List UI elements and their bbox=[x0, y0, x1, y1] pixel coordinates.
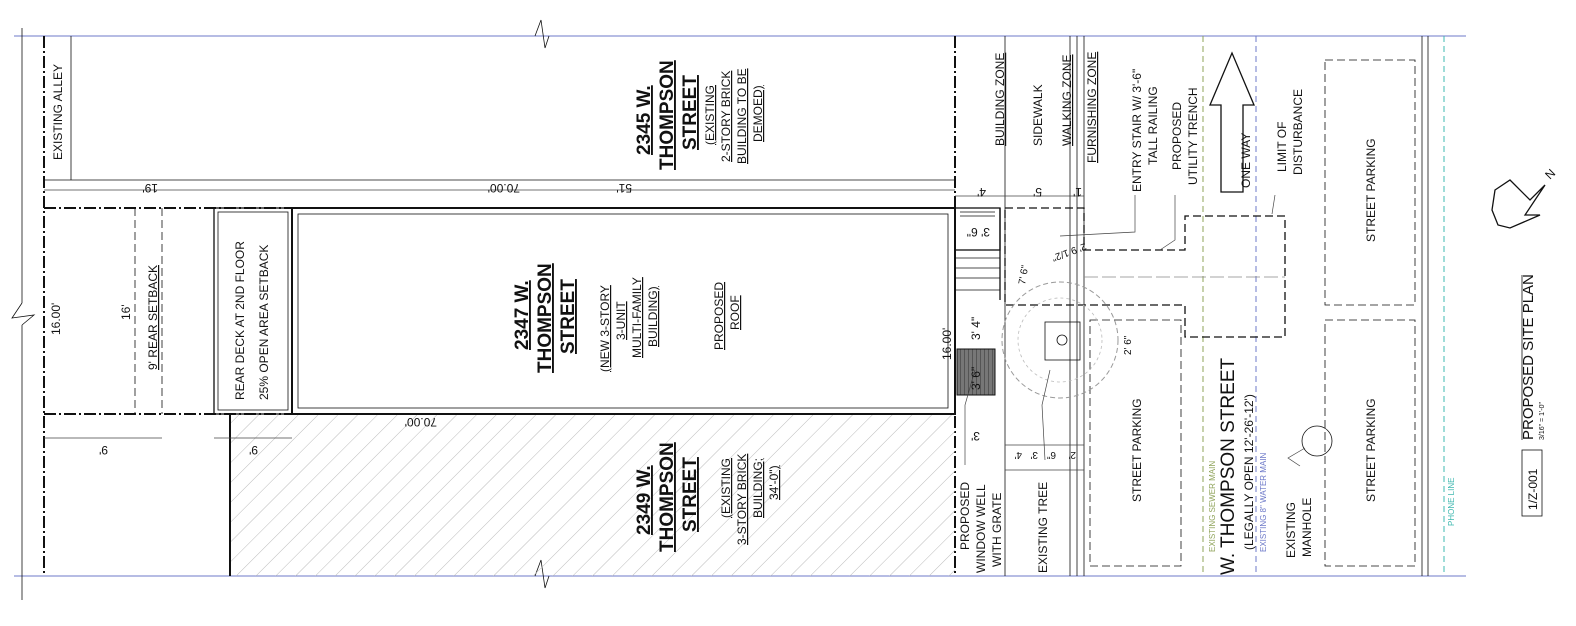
dim-7-6: 7' 6" bbox=[1017, 264, 1031, 285]
north-address-line-3: STREET bbox=[680, 75, 701, 150]
manhole-label-1: EXISTING bbox=[1284, 502, 1298, 558]
existing-alley-label: EXISTING ALLEY bbox=[51, 64, 65, 160]
north-note-line-2: 2-STORY BRICK bbox=[719, 71, 733, 162]
window-well-label-3: WITH GRATE bbox=[990, 493, 1004, 567]
south-address-line-1: 2349 W. bbox=[634, 465, 655, 535]
south-parcel-text: 2349 W. THOMPSON STREET (EXISTING 3-STOR… bbox=[634, 442, 781, 552]
open-area-label: 25% OPEN AREA SETBACK bbox=[257, 245, 271, 400]
window-well-grate bbox=[956, 348, 996, 396]
south-note-line-4: 34'-0") bbox=[767, 465, 781, 500]
building-zone-label: BUILDING ZONE bbox=[993, 53, 1007, 146]
sewer-main-label: EXISTING SEWER MAIN bbox=[1208, 461, 1217, 552]
dim-4-tree: 4' bbox=[1014, 449, 1022, 460]
limit-label-2: DISTURBANCE bbox=[1291, 89, 1305, 175]
main-note-line-4: BUILDING) bbox=[646, 286, 660, 347]
entry-stair bbox=[954, 207, 1001, 300]
south-address-line-3: STREET bbox=[680, 457, 701, 532]
street-parking-label-west: STREET PARKING bbox=[1130, 398, 1144, 502]
plan-scale: 3/16" = 1'-0" bbox=[1539, 401, 1546, 440]
zone-labels: BUILDING ZONE SIDEWALK WALKING ZONE FURN… bbox=[993, 52, 1099, 163]
main-note-line-3: MULTI-FAMILY bbox=[630, 277, 644, 358]
manhole-label-2: MANHOLE bbox=[1300, 498, 1314, 557]
utility-trench-label-1: PROPOSED bbox=[1170, 102, 1184, 170]
dim-51: 51' bbox=[616, 181, 632, 195]
north-note-line-3: BUILDING TO BE bbox=[735, 68, 749, 164]
dim-2-6: 2' 6" bbox=[1123, 335, 1134, 355]
annotations: ENTRY STAIR W/ 3'-6" TALL RAILING PROPOS… bbox=[958, 69, 1456, 575]
north-arrow-icon bbox=[1491, 179, 1546, 229]
dim-16-left: 16.00' bbox=[49, 303, 63, 335]
manhole-symbol bbox=[1301, 425, 1333, 457]
one-way-arrow-icon bbox=[1209, 51, 1255, 193]
south-address-line-2: THOMPSON bbox=[657, 442, 678, 552]
roof-label-line-1: PROPOSED bbox=[712, 282, 726, 350]
main-building bbox=[134, 207, 956, 415]
north-address-line-2: THOMPSON bbox=[657, 60, 678, 170]
leader-lines bbox=[964, 194, 1306, 467]
limit-of-disturbance bbox=[1004, 207, 1286, 338]
north-parcel-text: 2345 W. THOMPSON STREET (EXISTING 2-STOR… bbox=[634, 60, 765, 170]
dim-3-4: 3' 4" bbox=[969, 317, 983, 340]
row-zones bbox=[1004, 36, 1445, 576]
main-note-line-1: (NEW 3-STORY bbox=[598, 285, 612, 372]
dim-16-front: 16.00' bbox=[940, 328, 954, 360]
dim-9-deck: 9' bbox=[249, 443, 258, 457]
dim-3-6-stair: 3' 6" bbox=[967, 225, 990, 239]
dim-3-tree: 3' bbox=[1030, 449, 1038, 460]
dim-70-north: 70.00' bbox=[488, 181, 520, 195]
south-note-line-2: 3-STORY BRICK bbox=[735, 454, 749, 545]
dim-3-6-well: 3' 6" bbox=[969, 367, 983, 390]
rear-deck-label: REAR DECK AT 2ND FLOOR bbox=[233, 241, 247, 400]
main-address-line-1: 2347 W. bbox=[512, 280, 533, 350]
sidewalk-label: SIDEWALK bbox=[1031, 84, 1045, 146]
utility-trench-label-2: UTILITY TRENCH bbox=[1186, 87, 1200, 185]
dim-1: 1' bbox=[1073, 185, 1082, 199]
dim-5: 5' bbox=[1033, 185, 1042, 199]
street-parking-label-south: STREET PARKING bbox=[1364, 398, 1378, 502]
sheet-ref: 1/Z-001 bbox=[1526, 468, 1540, 510]
window-well-label-1: PROPOSED bbox=[958, 482, 972, 550]
south-note-line-1: (EXISTING bbox=[719, 458, 733, 518]
water-main-label: EXISTING 8" WATER MAIN bbox=[1259, 452, 1268, 552]
main-parcel-text: 2347 W. THOMPSON STREET (NEW 3-STORY 3-U… bbox=[512, 263, 742, 373]
south-building-hatch bbox=[230, 414, 955, 576]
existing-tree-label: EXISTING TREE bbox=[1036, 482, 1050, 573]
south-note-line-3: BUILDING; bbox=[751, 458, 765, 518]
main-address-line-3: STREET bbox=[558, 279, 579, 354]
entry-stair-label-1: ENTRY STAIR W/ 3'-6" bbox=[1130, 69, 1144, 192]
main-note-line-2: 3-UNIT bbox=[614, 301, 628, 340]
dim-2-tree: 2' bbox=[1068, 449, 1076, 460]
dim-6-tree: 6" bbox=[1046, 449, 1056, 460]
dim-9-rear: 9' bbox=[99, 443, 108, 457]
north-note-line-1: (EXISTING bbox=[703, 85, 717, 145]
walking-zone-label: WALKING ZONE bbox=[1060, 54, 1074, 146]
existing-tree-symbol bbox=[1001, 281, 1119, 399]
north-address-line-1: 2345 W. bbox=[634, 85, 655, 155]
roof-label-line-2: ROOF bbox=[728, 295, 742, 330]
dim-19: 19' bbox=[142, 181, 158, 195]
phone-line-label: PHONE LINE bbox=[1447, 478, 1456, 526]
furnishing-zone-label: FURNISHING ZONE bbox=[1085, 52, 1099, 163]
window-well-label-2: WINDOW WELL bbox=[974, 484, 988, 573]
rear-setback-label: 9' REAR SETBACK bbox=[146, 265, 160, 370]
dim-4: 4' bbox=[977, 185, 986, 199]
one-way-label: ONE WAY bbox=[1239, 133, 1253, 188]
dim-70-south: 70.00' bbox=[405, 415, 437, 429]
north-note-line-4: DEMOED) bbox=[751, 85, 765, 142]
street-parking-label-north: STREET PARKING bbox=[1364, 138, 1378, 242]
limit-label-1: LIMIT OF bbox=[1275, 122, 1289, 172]
dim-3-well: 3' bbox=[971, 429, 980, 443]
street-name-label: W. THOMPSON STREET bbox=[1218, 357, 1239, 575]
main-address-line-2: THOMPSON bbox=[535, 263, 556, 373]
street-parking-boxes bbox=[1089, 59, 1416, 567]
entry-stair-label-2: TALL RAILING bbox=[1146, 86, 1160, 165]
dim-16-setback: 16' bbox=[119, 304, 133, 320]
plan-title: PROPOSED SITE PLAN bbox=[1520, 274, 1537, 440]
dim-2-9: 2' 9 1/2" bbox=[1050, 240, 1088, 263]
legally-open-label: (LEGALLY OPEN 12'-26'-12') bbox=[1242, 394, 1256, 550]
title-block: PROPOSED SITE PLAN 3/16" = 1'-0" 1/Z-001… bbox=[1520, 166, 1558, 517]
north-label: N bbox=[1542, 166, 1558, 182]
